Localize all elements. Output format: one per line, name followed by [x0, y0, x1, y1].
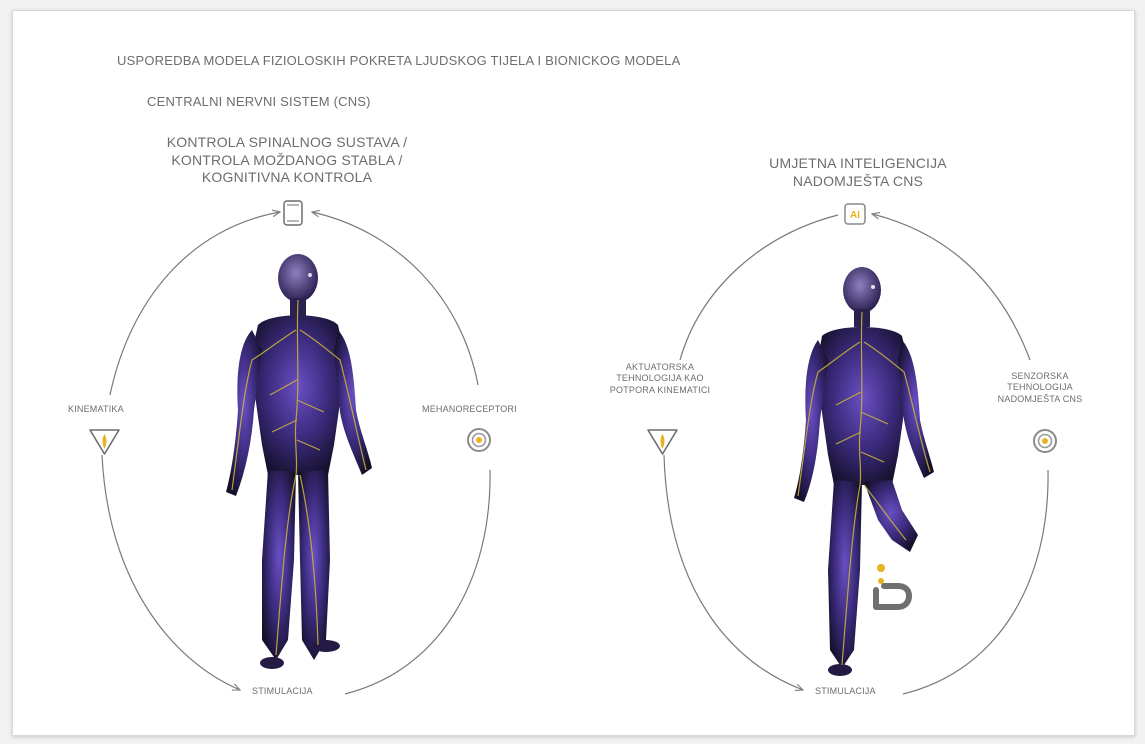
left-top-label-line-2: KONTROLA MOŽDANOG STABLA / [167, 152, 408, 170]
right-target-icon [1034, 430, 1056, 452]
right-top-label-line-2: NADOMJEŠTA CNS [769, 173, 947, 191]
ai-icon-text: AI [850, 210, 860, 221]
right-actuator-label-line-3: POTPORA KINEMATICI [610, 385, 710, 396]
left-top-label: KONTROLA SPINALNOG SUSTAVA / KONTROLA MO… [167, 134, 408, 187]
right-top-label-line-1: UMJETNA INTELIGENCIJA [769, 155, 947, 173]
right-triangle-icon [648, 430, 677, 454]
left-human-figure [226, 254, 372, 669]
right-sensor-label-line-1: SENZORSKA [998, 371, 1083, 382]
right-actuator-label-line-2: TEHNOLOGIJA KAO [610, 373, 710, 384]
right-actuator-label: AKTUATORSKA TEHNOLOGIJA KAO POTPORA KINE… [610, 362, 710, 396]
right-arc-bottom-left [664, 455, 803, 690]
ottobock-logo-icon [876, 564, 909, 607]
right-top-label: UMJETNA INTELIGENCIJA NADOMJEŠTA CNS [769, 155, 947, 190]
left-top-label-line-3: KOGNITIVNA KONTROLA [167, 169, 408, 187]
left-target-icon [468, 429, 490, 451]
left-top-label-line-1: KONTROLA SPINALNOG SUSTAVA / [167, 134, 408, 152]
right-stimulation-label: STIMULACIJA [815, 686, 876, 696]
left-kinematics-label: KINEMATIKA [68, 404, 124, 414]
left-mechanoreceptors-label: MEHANORECEPTORI [422, 404, 517, 414]
tablet-icon [284, 201, 302, 225]
left-stimulation-label: STIMULACIJA [252, 686, 313, 696]
diagram-title: USPOREDBA MODELA FIZIOLOSKIH POKRETA LJU… [117, 53, 680, 68]
right-human-figure [794, 267, 934, 676]
right-sensor-label-line-2: TEHNOLOGIJA [998, 382, 1083, 393]
left-arc-bottom-left [102, 455, 240, 690]
right-arc-top-left [680, 215, 838, 360]
left-triangle-icon [90, 430, 119, 454]
right-arc-bottom-right [903, 470, 1048, 694]
right-sensor-label: SENZORSKA TEHNOLOGIJA NADOMJEŠTA CNS [998, 371, 1083, 405]
diagram-subtitle: CENTRALNI NERVNI SISTEM (CNS) [147, 94, 371, 109]
ai-icon: AI [845, 204, 865, 224]
left-arc-bottom-right [345, 470, 490, 694]
right-sensor-label-line-3: NADOMJEŠTA CNS [998, 394, 1083, 405]
right-actuator-label-line-1: AKTUATORSKA [610, 362, 710, 373]
